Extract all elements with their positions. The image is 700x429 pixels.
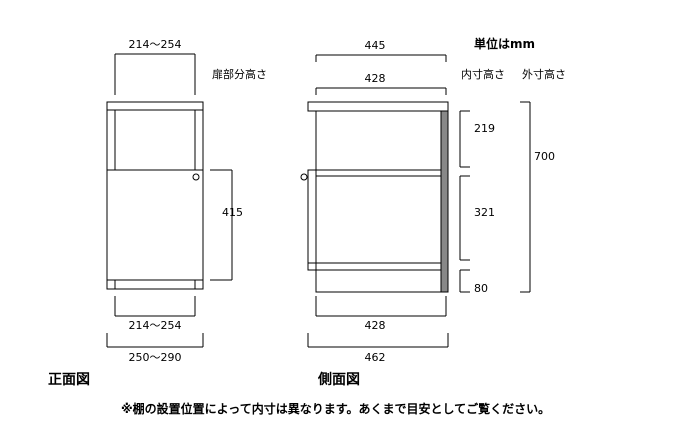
door-knob-icon xyxy=(192,173,200,181)
side-bottom-inner-width-label: 428 xyxy=(365,319,386,332)
footnote: ※棚の設置位置によって内寸は異なります。あくまで目安としてご覧ください。 xyxy=(121,401,550,416)
side-top-inner-width-label: 428 xyxy=(365,72,386,85)
door-height-header: 扉部分高さ xyxy=(212,67,267,81)
side-door-profile xyxy=(307,169,317,271)
front-top-width-label: 214～254 xyxy=(129,38,182,51)
front-view-title: 正面図 xyxy=(48,372,90,388)
side-top-board xyxy=(307,101,449,112)
front-cabinet-outline xyxy=(106,101,204,290)
outer-height-label: 700 xyxy=(534,150,555,163)
side-cabinet-body xyxy=(315,110,449,293)
side-door-knob-icon xyxy=(300,173,308,181)
inner-height-top-label: 219 xyxy=(474,122,495,135)
unit-label: 単位はmm xyxy=(474,36,535,51)
outer-height-header: 外寸高さ xyxy=(522,67,566,81)
front-inner-width-label: 214～254 xyxy=(129,319,182,332)
door-height-label: 415 xyxy=(222,206,243,219)
front-outer-width-label: 250～290 xyxy=(129,351,182,364)
side-back-panel xyxy=(440,110,449,293)
side-bottom-outer-width-label: 462 xyxy=(365,351,386,364)
side-view-title: 側面図 xyxy=(317,371,360,388)
inner-height-header: 内寸高さ xyxy=(461,67,505,81)
inner-height-bottom-label: 80 xyxy=(474,282,488,295)
inner-height-mid-label: 321 xyxy=(474,206,495,219)
side-top-width-label: 445 xyxy=(365,39,386,52)
